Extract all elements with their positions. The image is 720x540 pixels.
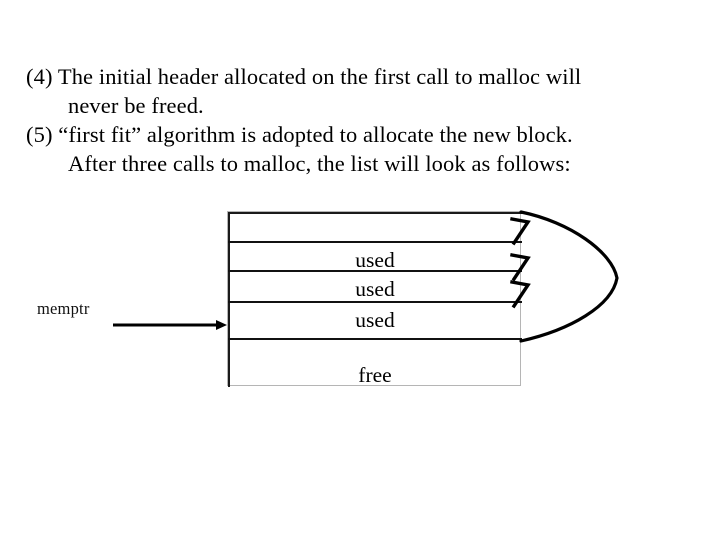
block-label-4: free (358, 363, 392, 387)
memptr-arrow-icon (113, 320, 227, 330)
bullet-line-3: (5) “first fit” algorithm is adopted to … (26, 122, 573, 147)
right-brace-icon (519, 210, 619, 343)
block-label-1: used (355, 248, 395, 272)
bullet-text-block: (4) The initial header allocated on the … (26, 62, 666, 178)
block-rule-1 (228, 241, 522, 243)
block-rule-2 (228, 270, 522, 272)
bullet-line-2: never be freed. (68, 93, 204, 118)
bullet-line-4: After three calls to malloc, the list wi… (68, 151, 571, 176)
memory-block-box: used used used free (227, 211, 522, 387)
bullet-line-1: (4) The initial header allocated on the … (26, 64, 582, 89)
block-rule-top (228, 212, 522, 214)
block-label-3: used (355, 308, 395, 332)
block-label-2: used (355, 277, 395, 301)
block-rule-left (228, 212, 230, 387)
memptr-label: memptr (37, 299, 90, 318)
block-rule-4 (228, 338, 522, 340)
block-rule-3 (228, 301, 522, 303)
